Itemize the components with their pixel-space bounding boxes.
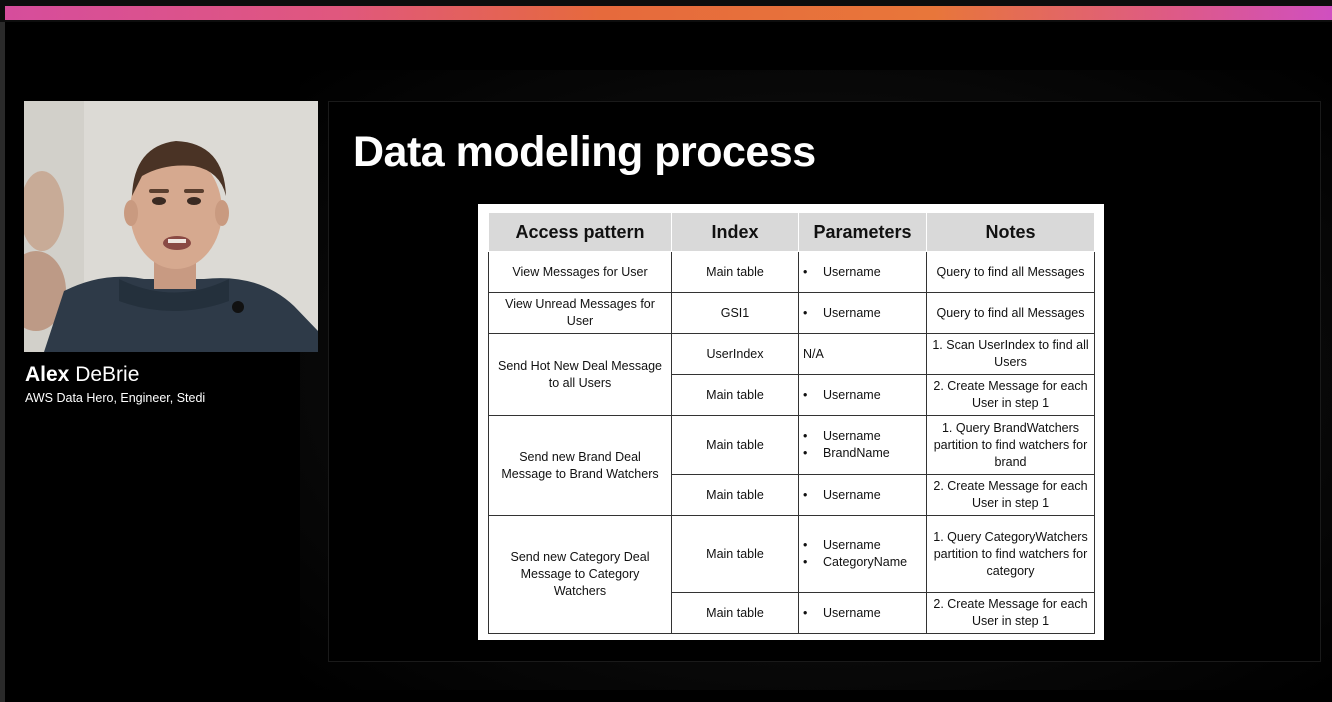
table-row: Main table Username 2. Create Message fo… (489, 592, 1095, 634)
access-pattern-table: Access pattern Index Parameters Notes Vi… (488, 212, 1095, 634)
index-cell: Main table (671, 592, 799, 634)
notes-cell: 2. Create Message for each User in step … (926, 592, 1095, 634)
table-row: View Messages for User Main table Userna… (488, 251, 1095, 293)
parameters-cell: Username (798, 592, 927, 634)
access-pattern-cell: View Messages for User (488, 251, 672, 293)
speaker-title: AWS Data Hero, Engineer, Stedi (25, 391, 206, 405)
access-pattern-cell: Send new Category Deal Message to Catego… (488, 515, 672, 634)
index-cell: Main table (671, 515, 799, 593)
parameters-cell: Username (798, 292, 927, 334)
parameters-cell: Username (798, 474, 927, 516)
parameters-cell: N/A (798, 333, 927, 375)
parameter-item: CategoryName (803, 554, 922, 571)
speaker-silhouette (24, 101, 318, 352)
column-header: Parameters (798, 212, 927, 252)
parameter-item: Username (803, 537, 922, 554)
speaker-name: Alex DeBrie (25, 363, 139, 387)
speaker-last-name: DeBrie (75, 363, 140, 386)
table-header-row: Access pattern Index Parameters Notes (488, 212, 1095, 252)
notes-cell: Query to find all Messages (926, 292, 1095, 334)
column-header: Index (671, 212, 799, 252)
column-header: Access pattern (488, 212, 672, 252)
parameters-cell: Username (798, 374, 927, 416)
notes-cell: 1. Scan UserIndex to find all Users (926, 333, 1095, 375)
parameter-item: Username (803, 428, 922, 445)
access-pattern-table-card: Access pattern Index Parameters Notes Vi… (478, 204, 1104, 640)
table-row: Send Hot New Deal Message to all Users U… (488, 333, 1095, 416)
column-header: Notes (926, 212, 1095, 252)
parameters-cell: Username CategoryName (798, 515, 927, 593)
index-cell: GSI1 (671, 292, 799, 334)
notes-cell: 2. Create Message for each User in step … (926, 474, 1095, 516)
access-pattern-cell: Send Hot New Deal Message to all Users (488, 333, 672, 416)
index-cell: Main table (671, 251, 799, 293)
top-accent-bar (0, 0, 1332, 22)
parameter-item: BrandName (803, 445, 922, 462)
presentation-slide: Data modeling process Access pattern Ind… (328, 101, 1321, 662)
notes-cell: 1. Query CategoryWatchers partition to f… (926, 515, 1095, 593)
accent-stripe (5, 6, 1332, 20)
slide-title: Data modeling process (353, 128, 816, 176)
index-cell: Main table (671, 374, 799, 416)
speaker-video (24, 101, 318, 352)
notes-cell: 1. Query BrandWatchers partition to find… (926, 415, 1095, 475)
index-cell: Main table (671, 474, 799, 516)
index-cell: UserIndex (671, 333, 799, 375)
notes-cell: Query to find all Messages (926, 251, 1095, 293)
index-cell: Main table (671, 415, 799, 475)
parameters-cell: Username (798, 251, 927, 293)
parameter-item: Username (803, 264, 922, 281)
access-pattern-cell: Send new Brand Deal Message to Brand Wat… (488, 415, 672, 516)
window-left-edge (0, 0, 5, 702)
parameter-item: Username (803, 605, 922, 622)
parameter-item: Username (803, 305, 922, 322)
parameter-item: Username (803, 387, 922, 404)
access-pattern-cell: View Unread Messages for User (488, 292, 672, 334)
table-row: Send new Brand Deal Message to Brand Wat… (488, 415, 1095, 516)
notes-cell: 2. Create Message for each User in step … (926, 374, 1095, 416)
speaker-first-name: Alex (25, 363, 70, 386)
parameters-cell: Username BrandName (798, 415, 927, 475)
table-row: Main table Username 2. Create Message fo… (489, 474, 1095, 516)
table-row: Main table Username 2. Create Message fo… (489, 374, 1095, 416)
table-row: View Unread Messages for User GSI1 Usern… (488, 292, 1095, 334)
parameter-item: Username (803, 487, 922, 504)
table-row: Send new Category Deal Message to Catego… (488, 515, 1095, 634)
